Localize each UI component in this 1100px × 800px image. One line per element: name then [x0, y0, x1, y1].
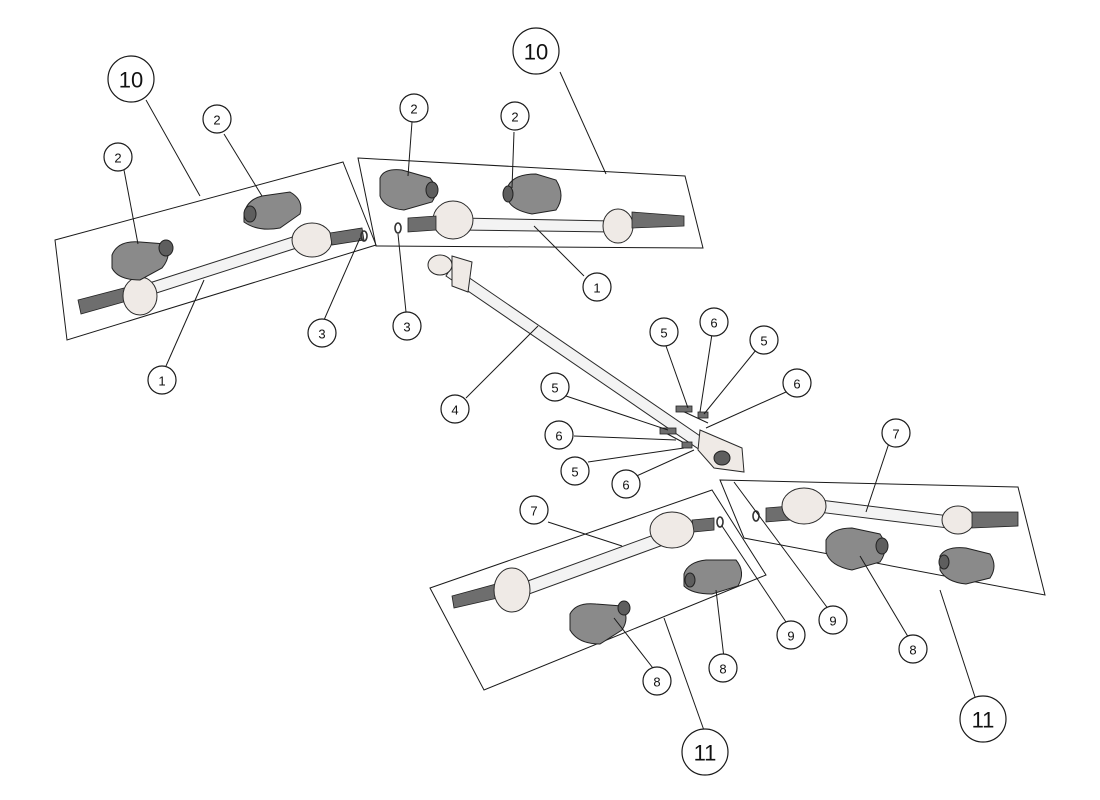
- callout-9-a-label: 9: [787, 629, 794, 644]
- callout-2-a: 2: [202, 104, 232, 134]
- callout-2-c-label: 2: [410, 102, 417, 117]
- callout-11-right-label: 11: [972, 708, 995, 733]
- callout-2-c: 2: [399, 93, 429, 123]
- callout-8-b: 8: [708, 653, 738, 683]
- callout-4-label: 4: [451, 403, 458, 418]
- callout-6-d: 6: [611, 469, 641, 499]
- callout-8-a: 8: [642, 666, 672, 696]
- callout-2-b: 2: [103, 142, 133, 172]
- callout-11-bottom: 11: [681, 728, 729, 776]
- callout-5-b: 5: [749, 325, 779, 355]
- callout-9-b-label: 9: [829, 614, 836, 629]
- top-boot-right: [502, 173, 562, 215]
- callout-7-right: 7: [881, 418, 911, 448]
- callout-2-d: 2: [500, 101, 530, 131]
- callout-1-left-label: 1: [158, 374, 165, 389]
- left-boot-lower: [111, 239, 174, 281]
- callout-5-d-label: 5: [571, 465, 578, 480]
- top-axle-shaft: [394, 200, 685, 244]
- callout-11-right: 11: [959, 695, 1007, 743]
- callout-5-c-label: 5: [551, 381, 558, 396]
- callout-4: 4: [440, 394, 470, 424]
- callout-8-c: 8: [898, 634, 928, 664]
- callout-6-d-label: 6: [622, 478, 629, 493]
- callout-1-top-label: 1: [593, 281, 600, 296]
- bottom-boot-right: [683, 559, 742, 595]
- callout-5-d: 5: [560, 456, 590, 486]
- callout-8-c-label: 8: [909, 643, 916, 658]
- callout-1-left: 1: [147, 365, 177, 395]
- callout-5-c: 5: [540, 372, 570, 402]
- left-boot-upper: [243, 191, 302, 230]
- left-axle-shaft: [77, 222, 368, 316]
- frame-top-axle: [357, 157, 704, 249]
- callout-5-a-label: 5: [660, 326, 667, 341]
- callout-3-b-label: 3: [403, 320, 410, 335]
- bottom-axle-shaft: [451, 511, 724, 613]
- callout-6-a-label: 6: [710, 316, 717, 331]
- callout-6-b-label: 6: [793, 377, 800, 392]
- callout-8-b-label: 8: [719, 662, 726, 677]
- callout-7-right-label: 7: [892, 427, 899, 442]
- callout-6-c-label: 6: [555, 429, 562, 444]
- callout-2-a-label: 2: [213, 113, 220, 128]
- callout-11-bottom-label: 11: [694, 741, 717, 766]
- callout-1-top: 1: [582, 272, 612, 302]
- bolts-and-nuts: [659, 405, 709, 449]
- right-axle-shaft: [752, 487, 1019, 535]
- bottom-boot-left: [569, 600, 631, 645]
- callout-9-a: 9: [776, 620, 806, 650]
- callout-3-b: 3: [392, 311, 422, 341]
- top-boot-left: [379, 169, 439, 211]
- callout-6-b: 6: [782, 368, 812, 398]
- callout-5-a: 5: [649, 317, 679, 347]
- callout-10-top-label: 10: [524, 40, 548, 65]
- callout-3-a-label: 3: [318, 327, 325, 342]
- propeller-shaft: [427, 254, 745, 473]
- callout-8-a-label: 8: [653, 675, 660, 690]
- callout-2-d-label: 2: [511, 110, 518, 125]
- callout-5-b-label: 5: [760, 334, 767, 349]
- callout-7-left: 7: [519, 495, 549, 525]
- callout-9-b: 9: [818, 605, 848, 635]
- callout-10-top: 10: [512, 27, 560, 75]
- callout-10-left-label: 10: [119, 68, 143, 93]
- frame-bottom-axle: [429, 489, 767, 691]
- leader-lines: [123, 71, 977, 737]
- callout-6-a: 6: [699, 307, 729, 337]
- frame-right-axle: [719, 479, 1046, 596]
- callout-2-b-label: 2: [114, 151, 121, 166]
- callout-10-left: 10: [107, 55, 155, 103]
- callout-7-left-label: 7: [530, 504, 537, 519]
- callout-3-a: 3: [307, 318, 337, 348]
- callout-6-c: 6: [544, 420, 574, 450]
- right-boot-left: [825, 527, 889, 571]
- right-boot-right: [938, 547, 995, 585]
